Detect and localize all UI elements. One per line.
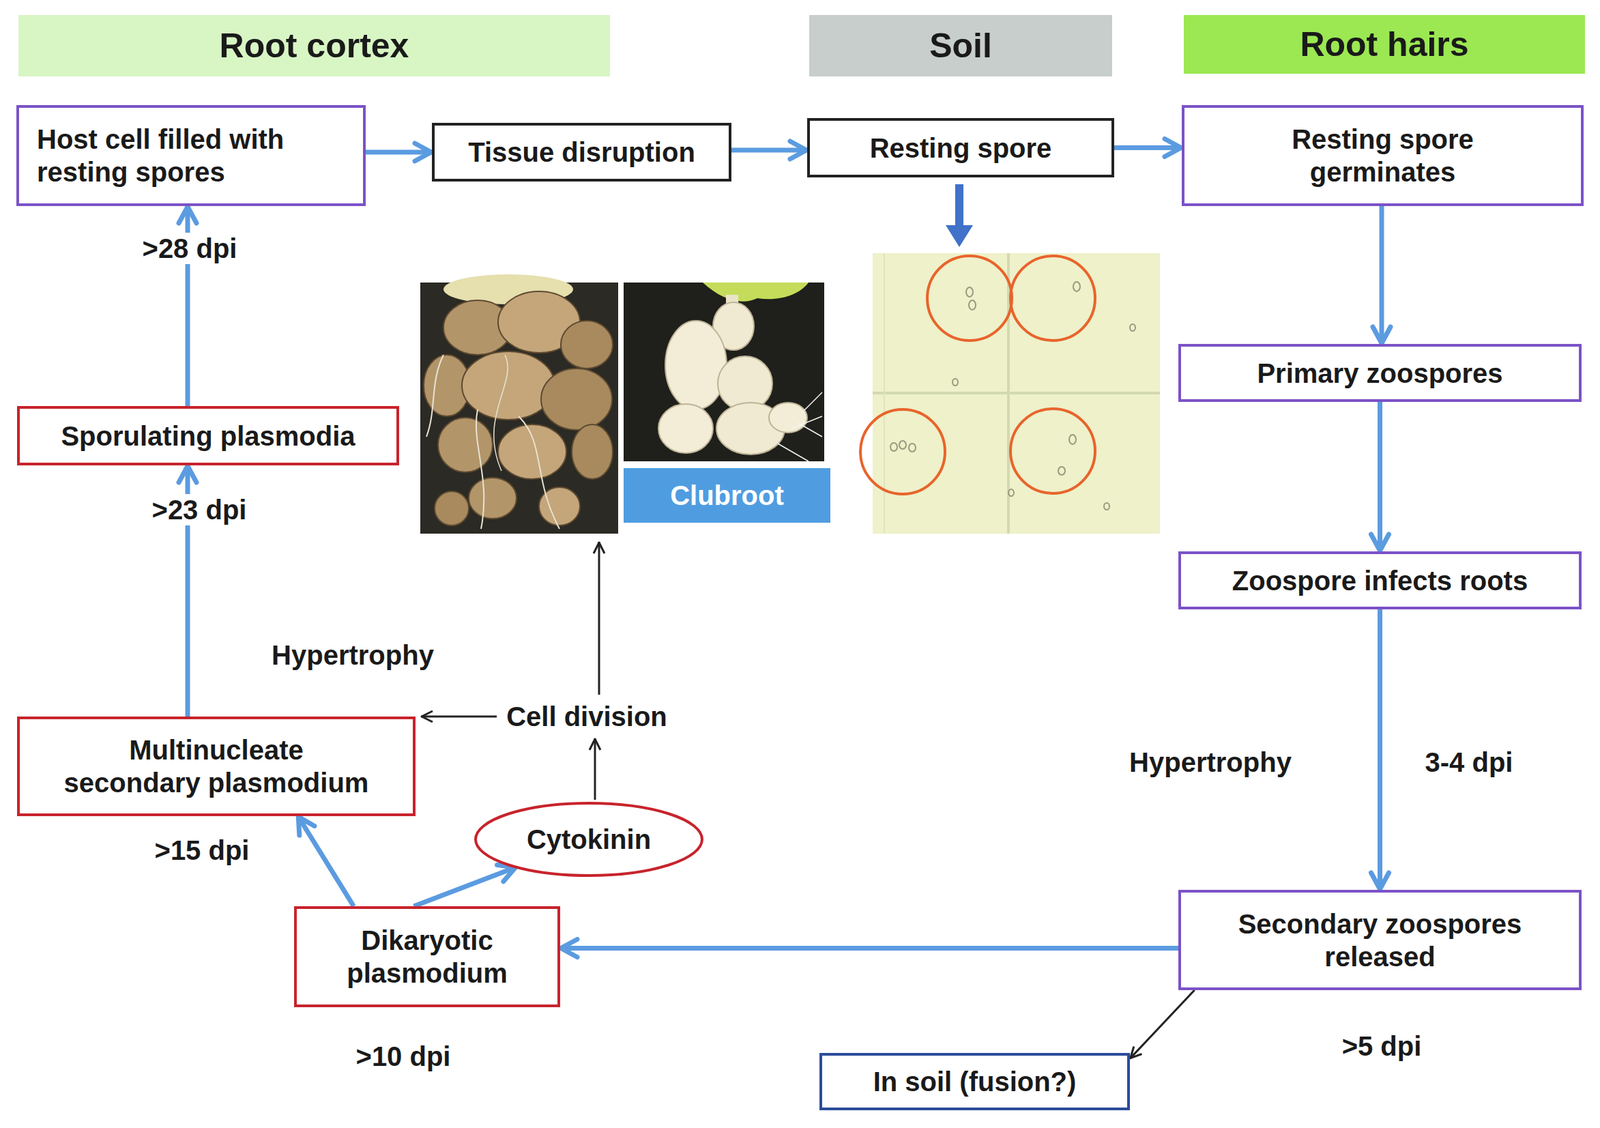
root-line [476,409,484,529]
stage-box: Resting spore germinates [1181,105,1584,207]
process-label: Hypertrophy [267,639,439,671]
flow-arrow [560,945,1179,951]
time-label: >15 dpi [150,834,254,866]
leaf-shape [702,282,809,302]
flow-arrow [731,148,808,153]
node-text: Zoospore infects roots [1232,564,1528,598]
flow-arrow [365,150,432,155]
gall-shape [438,417,493,473]
photo-background [623,282,825,462]
node-text: Tissue disruption [468,135,696,169]
photo-caption: Clubroot [623,468,831,523]
highlight-circle [1010,255,1096,341]
node-text: Resting spore [869,131,1053,165]
spore-dots [890,281,1136,510]
spore [1103,502,1110,510]
club-shape [658,403,714,454]
spore [966,287,973,297]
stage-box: Primary zoospores [1178,343,1582,402]
flow-arrow [414,867,517,907]
pointer-arrow [955,184,964,228]
node-text: Root hairs [1299,23,1469,65]
node-text: Host cell filled with resting spores [36,122,346,189]
flow-arrow [1377,609,1383,890]
stage-box: Zoospore infects roots [1178,551,1582,610]
root-line [493,354,508,471]
highlight-circles [860,255,1096,494]
spore [1069,434,1076,445]
time-label: >10 dpi [352,1040,456,1072]
flow-arrow [1377,401,1383,552]
spore [908,443,916,452]
flow-arrow [1114,145,1182,151]
spore [1129,324,1136,331]
thin-arrow [420,715,497,718]
node-text: Sporulating plasmodia [60,419,355,453]
gall-shape [560,320,613,369]
pointer-arrowhead [945,225,973,247]
gall-shape [461,351,555,420]
root-line [426,354,444,437]
gall-shape [468,477,517,519]
root-line [518,416,560,529]
time-label: >23 dpi [148,493,252,526]
stage-box: Host cell filled with resting spores [16,105,366,207]
highlight-circle [1010,408,1096,494]
stage-box: Dikaryotic plasmodium [294,906,561,1008]
stage-box: Tissue disruption [431,122,732,182]
process-label: Cell division [502,700,672,733]
stage-box: Resting spore [807,118,1115,178]
stage-box: Sporulating plasmodia [17,405,400,466]
thin-arrow [594,738,597,800]
grid-line [872,391,1160,395]
time-label: >5 dpi [1337,1030,1427,1062]
spore [1008,489,1014,497]
gall-shape [541,368,613,430]
spore [899,440,907,449]
spore [890,442,898,452]
stage-box: In soil (fusion?) [819,1052,1130,1111]
node-text: Clubroot [670,478,784,512]
gall-shape [571,424,613,479]
process-label: Hypertrophy [1125,746,1296,778]
flow-arrow [298,816,355,907]
node-text: Resting spore germinates [1239,122,1527,189]
node-text: Root cortex [219,25,410,67]
hormone-ellipse: Cytokinin [473,801,705,878]
thin-arrow [598,541,601,695]
highlight-circle [860,409,945,494]
club-shape [768,402,808,433]
region-header: Soil [809,15,1113,77]
node-text: Primary zoospores [1256,356,1503,390]
node-text: Multinucleate secondary plasmodium [62,733,370,799]
node-text: In soil (fusion?) [873,1065,1077,1098]
thin-arrow [1129,990,1195,1059]
highlight-circle [927,255,1012,341]
stage-box: Multinucleate secondary plasmodium [17,716,416,817]
node-text: Secondary zoospores released [1216,907,1545,973]
time-label: >28 dpi [138,232,242,265]
photo-background [420,282,619,534]
node-text: Soil [929,25,993,67]
region-header: Root cortex [18,15,610,77]
gall-shape [434,491,469,526]
grid-line [883,253,885,534]
spore [1058,466,1066,475]
spore [968,300,976,310]
stage-box: Secondary zoospores released [1178,889,1582,991]
spore [1073,281,1081,292]
region-header: Root hairs [1183,15,1585,74]
node-text: Cytokinin [526,822,651,856]
club-shape [665,320,727,410]
ellipse-outline-shape [475,803,703,876]
flow-arrow [1379,206,1385,344]
spore [952,378,958,386]
gall-shape [498,424,567,479]
node-text: Dikaryotic plasmodium [310,923,544,990]
time-label: 3-4 dpi [1421,746,1518,778]
root-line [777,392,823,462]
